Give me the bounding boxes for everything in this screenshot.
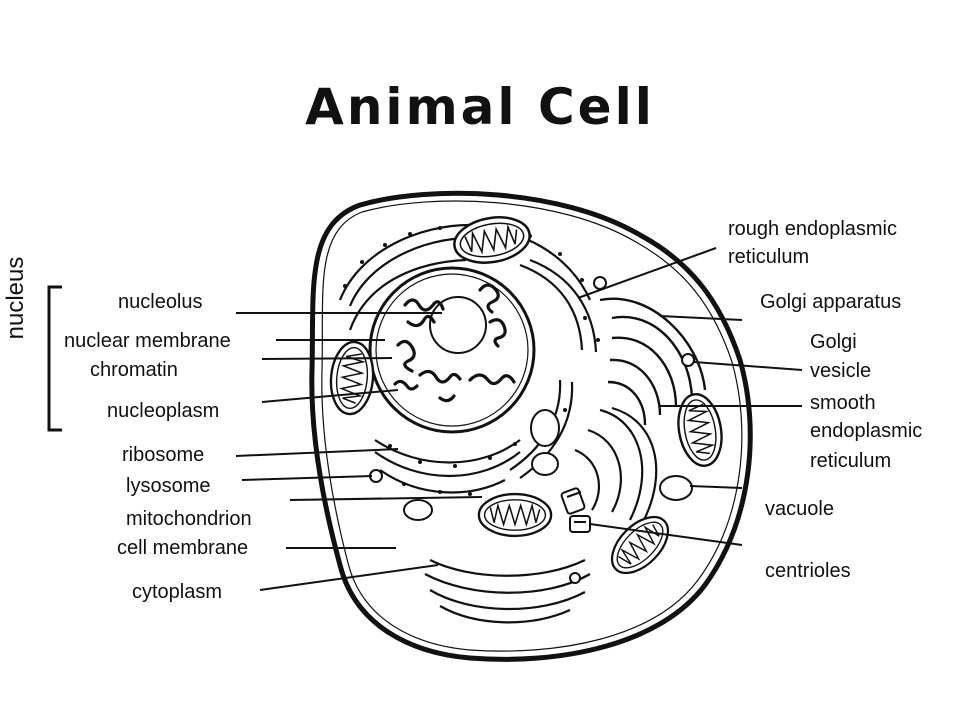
label-golgi-vesicle-line2: vesicle (810, 360, 872, 382)
label-lysosome: lysosome (126, 475, 211, 497)
label-rough-er-line2: reticulum (728, 246, 810, 268)
label-nuclear-membrane: nuclear membrane (64, 330, 231, 352)
label-smooth-er-line1: smooth (810, 392, 876, 414)
label-golgi-apparatus: Golgi apparatus (760, 291, 902, 313)
label-smooth-er-line2: endoplasmic (810, 420, 923, 442)
label-nucleoplasm: nucleoplasm (107, 400, 220, 422)
chromatin (393, 283, 516, 403)
label-ribosome: ribosome (122, 444, 205, 466)
mitochondrion (477, 492, 553, 538)
vacuole (659, 475, 693, 501)
nucleus-group-label: nucleus (2, 256, 29, 340)
label-nucleolus: nucleolus (118, 291, 203, 313)
label-vacuole: vacuole (765, 498, 834, 520)
label-cytoplasm: cytoplasm (132, 581, 223, 603)
smooth-endoplasmic-reticulum (574, 406, 658, 525)
label-mitochondrion: mitochondrion (126, 508, 252, 530)
diagram-title: Animal Cell (305, 78, 655, 136)
label-centrioles: centrioles (765, 560, 851, 582)
golgi-apparatus (599, 297, 707, 426)
label-golgi-vesicle-line1: Golgi (810, 331, 857, 353)
label-chromatin: chromatin (90, 359, 178, 381)
leader-lines (235, 247, 803, 591)
centrioles (560, 487, 591, 533)
nucleolus (429, 296, 487, 354)
label-rough-er-line1: rough endoplasmic (728, 218, 897, 240)
nucleus-bracket (47, 285, 62, 432)
label-smooth-er-line3: reticulum (810, 450, 892, 472)
label-cell-membrane: cell membrane (117, 537, 249, 559)
